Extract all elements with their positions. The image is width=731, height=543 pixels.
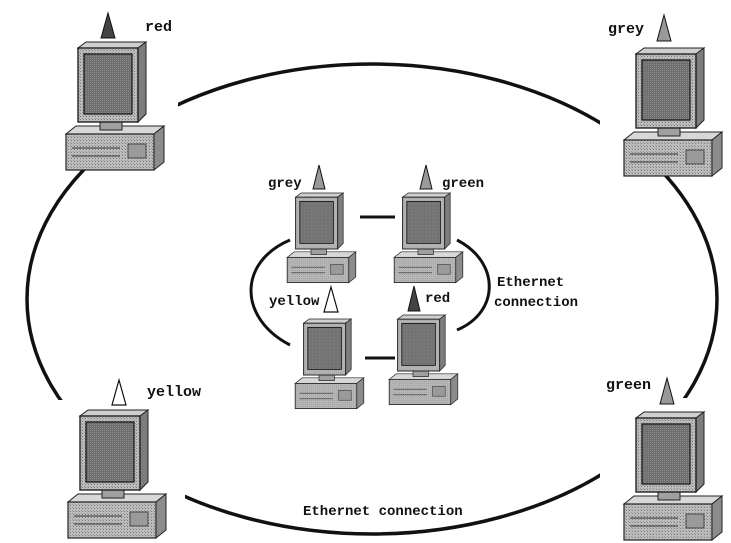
indicator-inner-bottom-right [407,285,421,312]
label-inner-top-left: grey [268,176,302,192]
label-inner-bottom-right: red [425,291,450,307]
computer-outer-top-right: grey [600,13,731,177]
indicator-outer-bottom-right [659,376,675,405]
outer-connection-label: Ethernet connection [303,504,463,520]
indicator-outer-top-left [100,11,116,39]
label-outer-top-left: red [145,19,172,36]
inner-ethernet-ring [249,215,491,360]
inner-connection-label-line2: connection [494,295,578,311]
inner-connection-label-line1: Ethernet [497,275,564,291]
indicator-inner-top-right [419,164,433,190]
indicator-inner-top-left [312,164,326,190]
indicator-outer-bottom-left [111,377,127,406]
label-outer-bottom-right: green [606,377,651,394]
computer-outer-bottom-right: green [600,376,731,541]
indicator-outer-top-right [656,13,672,42]
label-inner-top-right: green [442,176,484,192]
indicator-inner-bottom-left [323,284,339,313]
computer-outer-top-left: red [38,11,178,171]
outer-ethernet-ring [25,62,719,536]
computer-inner-bottom-left: yellow [269,284,365,410]
computer-inner-top-right: green [393,164,484,284]
label-inner-bottom-left: yellow [269,294,320,310]
computer-inner-top-left: grey [268,164,357,284]
computer-outer-bottom-left: yellow [45,377,201,539]
label-outer-top-right: grey [608,21,644,38]
computer-inner-bottom-right: red [388,285,459,406]
label-outer-bottom-left: yellow [147,384,201,401]
